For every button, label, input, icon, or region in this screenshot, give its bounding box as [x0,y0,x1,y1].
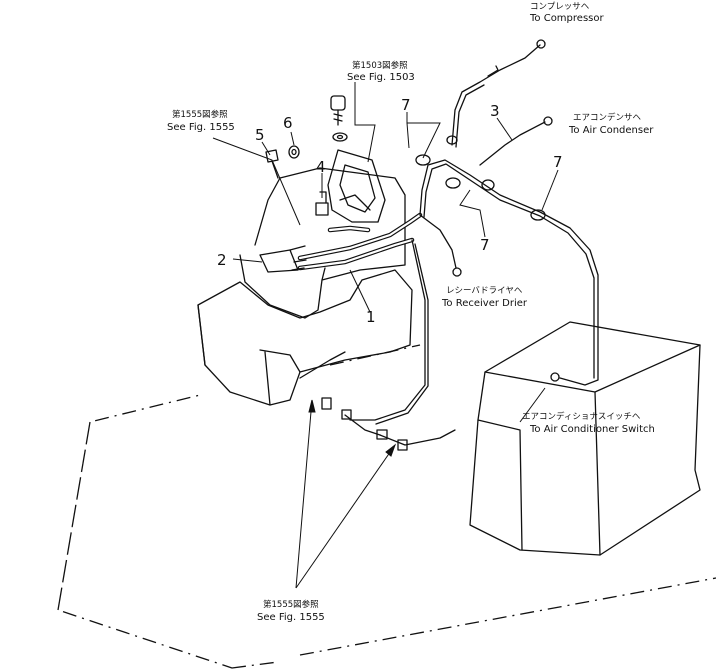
label-condenser-jp: エアコンデンサヘ [573,112,642,123]
label-compressor-jp: コンプレッサヘ [530,2,590,12]
label-fig1555-top-en: See Fig. 1555 [167,122,235,133]
callout-labels: コンプレッサヘ To Compressor エアコンデンサヘ To Air Co… [167,2,655,623]
harness-connectors-lower [321,397,408,451]
cab-outline [57,344,716,669]
part-number-labels: 1 2 3 4 5 6 7 7 7 [217,96,563,326]
label-receiver-en: To Receiver Drier [441,298,528,309]
label-condenser-en: To Air Condenser [568,125,654,136]
label-fig1555-bottom-en: See Fig. 1555 [257,612,325,623]
part-number-2: 2 [217,251,227,269]
label-fig1555-top-jp: 第1555図参照 [172,109,228,120]
upper-connectors [415,39,560,382]
bolt-part5 [265,149,279,179]
harness-upper [419,44,599,386]
bracket-fig1503 [327,149,386,223]
label-fig1503-jp: 第1503図参照 [352,60,408,71]
part-number-1: 1 [366,308,376,326]
label-ac-switch-en: To Air Conditioner Switch [529,424,655,435]
left-console-lower [197,269,413,406]
part-number-4: 4 [316,158,326,176]
label-receiver-jp: レシーバドライヤヘ [446,286,523,296]
part-number-7-right: 7 [553,153,563,171]
harness-main [297,212,423,271]
part-number-7-middle: 7 [480,236,490,254]
label-fig1503-en: See Fig. 1503 [347,72,415,83]
part-number-6: 6 [283,114,293,132]
wire-receiver-drier [419,214,457,269]
bolt-top [330,95,348,142]
part-number-7-left: 7 [401,96,411,114]
connector-part2 [259,245,307,273]
label-compressor-en: To Compressor [529,13,604,24]
label-ac-switch-jp: エアコンディショナスイッチヘ [522,411,641,422]
harness-lower [299,239,456,446]
left-console-upper [239,167,406,319]
leader-arrowheads [308,399,397,457]
part-number-5: 5 [255,126,265,144]
right-console [469,321,701,556]
leader-lines [212,82,559,589]
washer-part6 [288,145,300,159]
label-fig1555-bottom-jp: 第1555図参照 [263,599,319,610]
part-number-3: 3 [490,102,500,120]
